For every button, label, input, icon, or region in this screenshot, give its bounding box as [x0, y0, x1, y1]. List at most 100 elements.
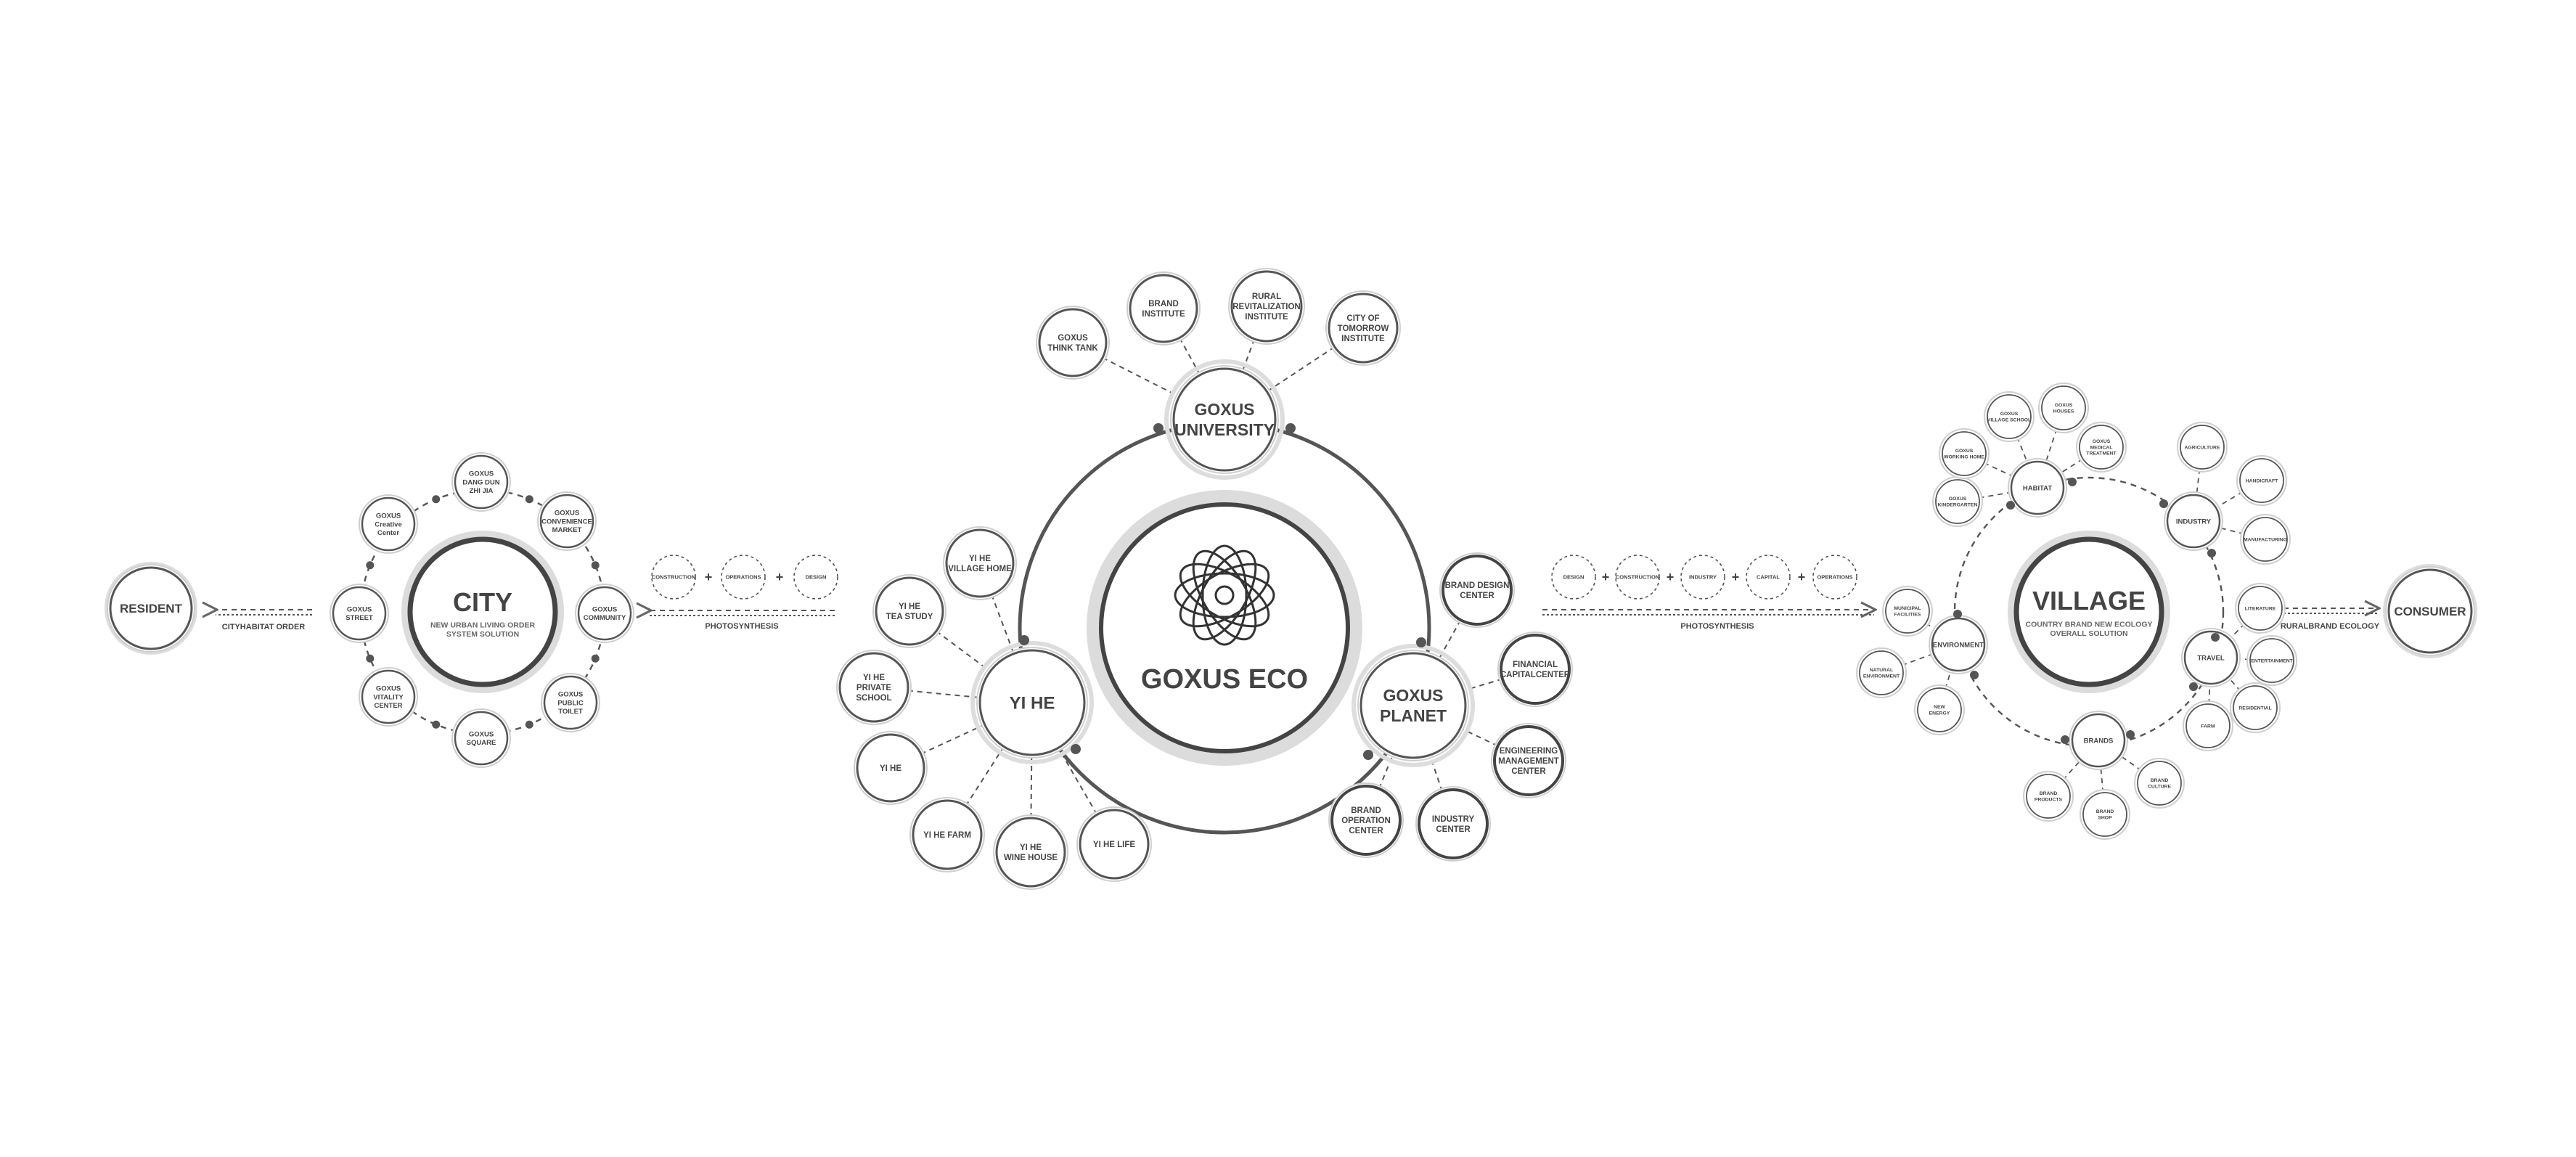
photo-item[interactable]: DESIGN	[793, 555, 838, 600]
connector-dot	[1363, 750, 1373, 760]
node-city-label: PUBLIC	[557, 699, 584, 707]
node-city-label: TOILET	[558, 708, 583, 716]
node-village-hub-habitat[interactable]: HABITAT	[2008, 458, 2067, 518]
node-university-child-label: THINK TANK	[1047, 344, 1098, 353]
node-city-label: GOXUS	[469, 470, 494, 478]
node-village-travel-child[interactable]: ENTERTAINMENT	[2246, 635, 2297, 686]
node-goxus-planet-label: PLANET	[1380, 706, 1447, 725]
node-city-label: GOXUS	[376, 512, 401, 520]
connector-dot	[432, 495, 441, 504]
node-yi-he[interactable]: YI HE	[970, 641, 1094, 764]
node-yihe-child-label: YI HE	[880, 764, 901, 773]
node-city-label: Creative	[375, 520, 402, 528]
connector-line	[2058, 458, 2084, 475]
photo-item[interactable]: OPERATIONS	[1812, 555, 1857, 600]
connector-line	[2062, 759, 2082, 781]
node-yihe-child-label: YI HE	[1020, 843, 1042, 852]
node-village-industry-child-label: MANUFACTURING	[2244, 537, 2287, 542]
photo-item[interactable]: CONSTRUCTION	[1615, 555, 1660, 600]
connector-line	[2100, 766, 2104, 793]
node-village-hub-environment[interactable]: ENVIRONMENT	[1929, 615, 1988, 674]
photo-item-label: CONSTRUCTION	[652, 574, 695, 581]
node-city-label: CONVENIENCE	[541, 518, 592, 526]
node-yihe-child[interactable]: YI HE LIFE	[1076, 806, 1152, 882]
node-yihe-child-label: YI HE FARM	[923, 831, 971, 840]
node-yihe-child[interactable]: YI HE	[854, 731, 928, 805]
node-village-travel-child[interactable]: LITERATURE	[2235, 583, 2286, 634]
node-university-child-label: TOMORROW	[1338, 324, 1389, 333]
node-village-travel-child[interactable]: RESIDENTIAL	[2230, 682, 2281, 733]
node-yihe-child-label: PRIVATE	[856, 684, 891, 692]
photo-item[interactable]: OPERATIONS	[721, 555, 766, 600]
photo-item-label: CAPITAL	[1757, 574, 1780, 581]
node-consumer[interactable]: CONSUMER	[2383, 564, 2477, 658]
node-village-travel-child-label: FARM	[2201, 724, 2215, 729]
photo-item[interactable]: CAPITAL	[1746, 555, 1791, 600]
node-village-habitat-child-label: GOXUS	[1955, 449, 1974, 454]
node-yihe-child[interactable]: YI HE FARM	[909, 797, 985, 872]
connector-line	[2228, 623, 2246, 640]
photo-item[interactable]: CONSTRUCTION	[651, 555, 696, 600]
node-village-hub-industry[interactable]: INDUSTRY	[2164, 491, 2223, 551]
node-village-industry-child-label: HANDICRAFT	[2246, 478, 2278, 483]
node-yihe-child-label: YI HE LIFE	[1093, 841, 1135, 849]
node-village-industry-child[interactable]: AGRICULTURE	[2177, 422, 2228, 473]
node-village-hub-travel[interactable]: TRAVEL	[2181, 628, 2241, 687]
connector-dot	[2061, 735, 2069, 744]
node-village-hub-brands[interactable]: BRANDS	[2069, 711, 2128, 770]
village-subtitle: OVERALL SOLUTION	[2050, 629, 2127, 638]
node-village-industry-child[interactable]: HANDICRAFT	[2236, 455, 2287, 506]
node-village-travel-child[interactable]: FARM	[2183, 700, 2233, 751]
photo-item[interactable]: DESIGN	[1551, 555, 1596, 600]
goxus-eco-center[interactable]: GOXUS ECO	[1087, 490, 1362, 766]
node-village-industry-child[interactable]: MANUFACTURING	[2240, 514, 2291, 565]
node-city-label: GOXUS	[555, 510, 579, 518]
node-city-label: GOXUS	[558, 691, 583, 699]
node-city-label: CENTER	[374, 702, 402, 710]
connector-line	[1266, 346, 1336, 393]
city-subtitle: SYSTEM SOLUTION	[446, 630, 519, 639]
connector-dot	[1285, 423, 1296, 433]
connector-dot	[1970, 671, 1979, 679]
photo-item[interactable]: INDUSTRY	[1680, 555, 1725, 600]
node-city-label: MARKET	[552, 526, 582, 534]
node-resident[interactable]: RESIDENT	[105, 562, 197, 655]
